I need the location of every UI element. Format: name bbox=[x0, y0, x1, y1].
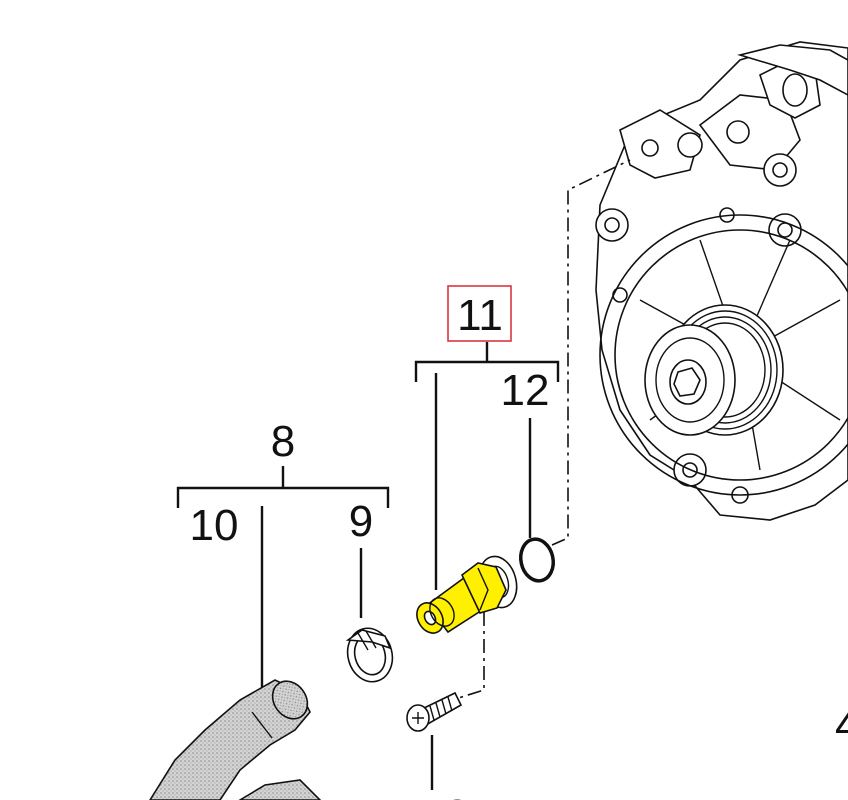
callout-4-partial[interactable]: 4 bbox=[835, 701, 848, 750]
o-ring-seal[interactable] bbox=[517, 536, 557, 584]
pulley bbox=[644, 304, 784, 436]
callout-9[interactable]: 9 bbox=[349, 497, 373, 546]
callout-11[interactable]: 11 bbox=[457, 291, 503, 340]
mounting-bolt[interactable] bbox=[406, 691, 463, 732]
water-pump-assembly[interactable] bbox=[595, 41, 848, 521]
selection-box bbox=[447, 285, 512, 342]
hose-clamp[interactable] bbox=[342, 623, 398, 687]
callout-10[interactable]: 10 bbox=[190, 501, 239, 550]
bracket-11 bbox=[414, 342, 560, 382]
callout-13-partial[interactable]: 13 bbox=[421, 791, 470, 800]
bracket-8 bbox=[176, 466, 390, 508]
assembly-guide-line bbox=[551, 159, 631, 546]
coolant-pipe-fitting[interactable] bbox=[412, 552, 523, 638]
callout-12[interactable]: 12 bbox=[501, 366, 550, 415]
fitting-guide-line bbox=[451, 612, 485, 701]
callout-8[interactable]: 8 bbox=[271, 417, 295, 466]
coolant-hose[interactable] bbox=[149, 674, 322, 800]
